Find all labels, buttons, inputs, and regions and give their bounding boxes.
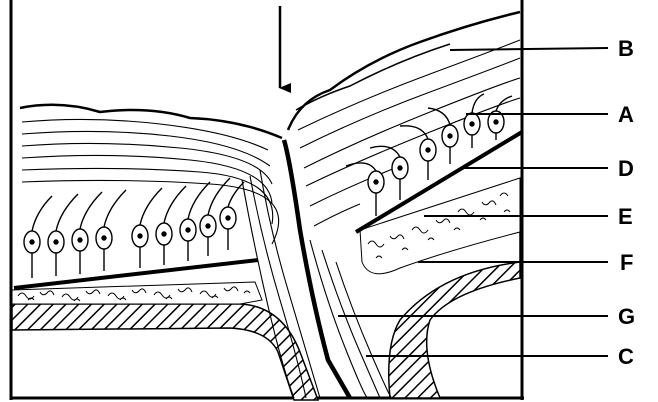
left-surface (20, 105, 282, 138)
left-fibers (22, 119, 320, 398)
label-g: G (618, 304, 635, 329)
label-b: B (618, 36, 634, 61)
label-e: E (618, 204, 633, 229)
label-a: A (618, 102, 634, 127)
frame (10, 0, 524, 400)
label-d: D (618, 156, 634, 181)
label-c: C (618, 344, 634, 369)
left-cells (24, 178, 244, 278)
left-bone-layer (12, 304, 318, 400)
right-textured-layer (360, 178, 520, 274)
label-f: F (620, 250, 633, 275)
left-tissue-block (12, 105, 320, 400)
